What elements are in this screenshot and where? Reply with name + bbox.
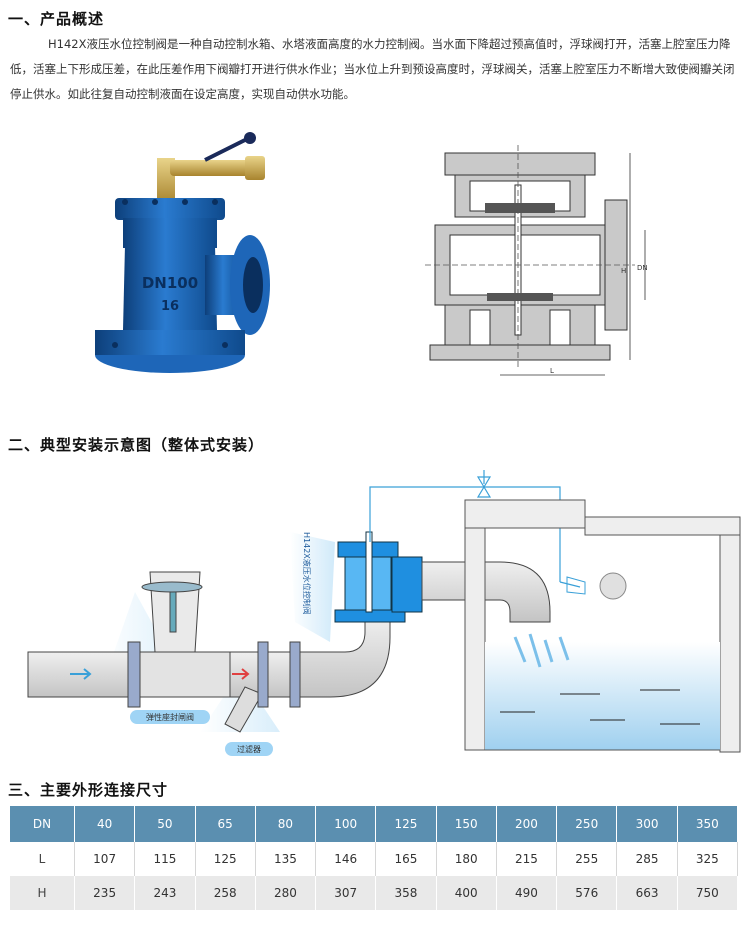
table-header-cell: 200: [496, 806, 558, 842]
component-callouts: 弹性座封闸阀 过滤器: [130, 710, 273, 756]
dimensions-table: DN 40 50 65 80 100 125 150 200 250 300 3…: [10, 806, 739, 910]
table-header-cell: 80: [255, 806, 317, 842]
control-valve-label: H142X液压水位控制阀: [302, 532, 312, 615]
table-cell: 180: [436, 842, 497, 876]
gate-valve-label: 弹性座封闸阀: [146, 712, 194, 722]
valve-body-text-pn: 16: [161, 299, 179, 314]
filter-label: 过滤器: [237, 744, 261, 754]
table-cell: 490: [496, 876, 558, 910]
valve-cross-section-drawing: H DN L: [425, 145, 648, 376]
table-header-cell: DN: [10, 806, 75, 842]
valve-body-text-dn: DN100: [142, 274, 198, 292]
table-cell: 258: [195, 876, 256, 910]
table-cell: 400: [436, 876, 497, 910]
table-cell: 215: [496, 842, 558, 876]
table-cell: 280: [255, 876, 317, 910]
table-header-cell: 150: [436, 806, 497, 842]
table-header-cell: 40: [74, 806, 136, 842]
table-cell: 115: [134, 842, 196, 876]
table-cell: 358: [375, 876, 437, 910]
installation-diagram: H142X液压水位控制阀: [27, 470, 741, 753]
table-header-cell: 300: [616, 806, 678, 842]
table-cell: 663: [616, 876, 678, 910]
table-cell: 307: [315, 876, 377, 910]
table-cell: 107: [74, 842, 136, 876]
table-header-cell: 65: [195, 806, 256, 842]
valve-product-photo: DN100 16: [95, 132, 270, 373]
table-cell: H: [10, 876, 75, 910]
table-header-cell: 100: [315, 806, 377, 842]
table-cell: 576: [556, 876, 618, 910]
table-cell: 165: [375, 842, 437, 876]
overview-paragraph: H142X液压水位控制阀是一种自动控制水箱、水塔液面高度的水力控制阀。当水面下降…: [10, 37, 735, 101]
table-header-cell: 50: [134, 806, 196, 842]
table-row: H 235 243 258 280 307 358 400 490 576 66…: [10, 876, 739, 910]
table-cell: 146: [315, 842, 377, 876]
table-header-cell: 350: [677, 806, 739, 842]
table-cell: 235: [74, 876, 136, 910]
table-cell: 135: [255, 842, 317, 876]
drawing-label-h: H: [621, 267, 626, 275]
table-cell: 255: [556, 842, 618, 876]
table-header-cell: 125: [375, 806, 437, 842]
table-cell: 125: [195, 842, 256, 876]
section-title-overview: 一、产品概述: [8, 10, 105, 28]
table-cell: 325: [677, 842, 739, 876]
section-title-dimensions: 三、主要外形连接尺寸: [8, 781, 169, 799]
section-title-installation: 二、典型安装示意图（整体式安装）: [8, 436, 265, 454]
table-header-cell: 250: [556, 806, 618, 842]
drawing-label-l: L: [550, 367, 554, 375]
table-cell: 243: [134, 876, 196, 910]
table-row: L 107 115 125 135 146 165 180 215 255 28…: [10, 842, 739, 876]
table-cell: 750: [677, 876, 739, 910]
table-cell: L: [10, 842, 75, 876]
table-header-row: DN 40 50 65 80 100 125 150 200 250 300 3…: [10, 806, 739, 842]
table-cell: 285: [616, 842, 678, 876]
drawing-label-dn: DN: [637, 264, 648, 272]
